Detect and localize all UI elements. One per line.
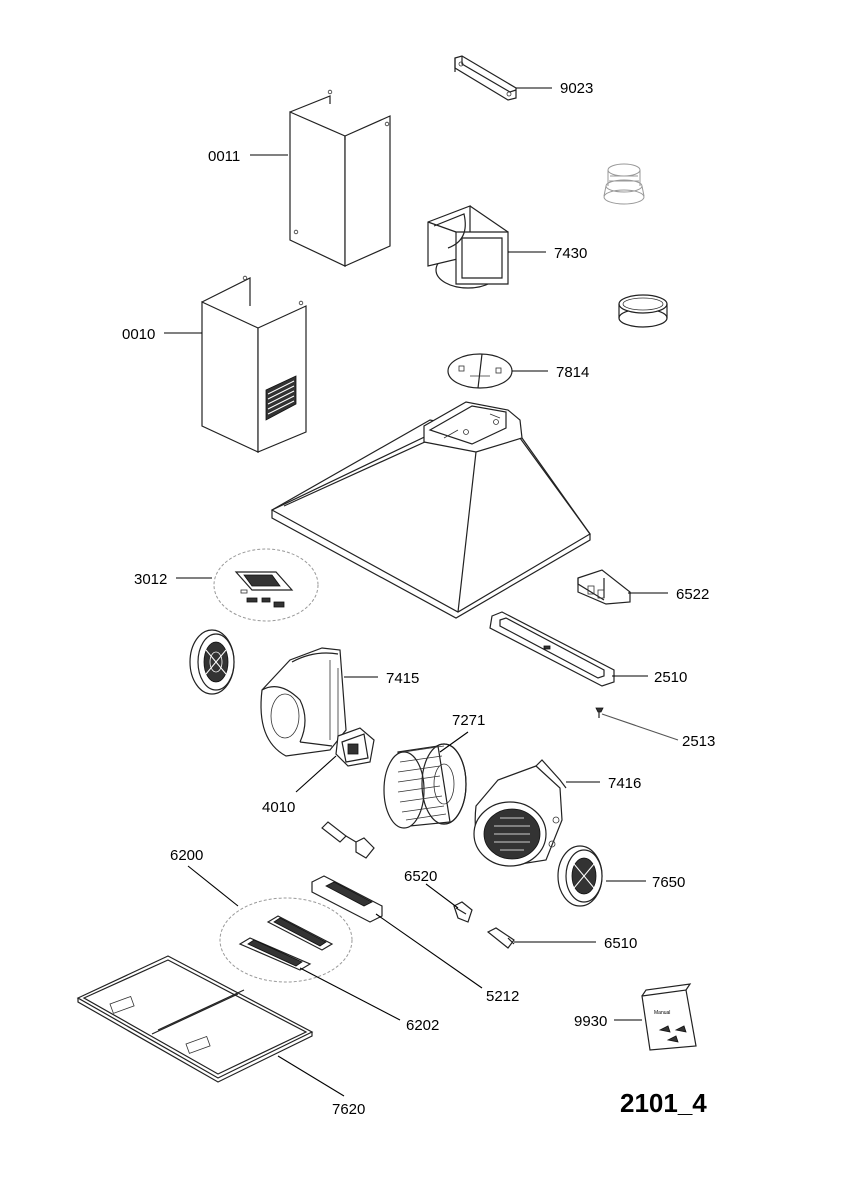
part-6510-lamp-bulb — [486, 927, 515, 949]
part-6520-lamp-socket — [453, 901, 473, 923]
part-7430-duct-adapter — [427, 205, 509, 289]
part-9930-accessory-bag: Manual — [641, 983, 697, 1051]
label-7415: 7415 — [386, 670, 419, 687]
part-6200-control-kit — [219, 897, 353, 983]
part-2513-screw — [595, 707, 604, 718]
label-7271: 7271 — [452, 712, 485, 729]
label-7650: 7650 — [652, 874, 685, 891]
lamp-holder-a — [321, 821, 375, 859]
part-7620-grease-filters — [76, 955, 314, 1083]
collar-ring-right — [618, 294, 668, 328]
part-5212-lamp-frame — [311, 875, 383, 923]
part-7650-fan-grille-right — [557, 845, 603, 907]
label-7416: 7416 — [608, 775, 641, 792]
part-7271-fan-impeller — [383, 743, 467, 829]
label-7430: 7430 — [554, 245, 587, 262]
part-2510-light-panel — [489, 611, 615, 687]
label-2510: 2510 — [654, 669, 687, 686]
label-4010: 4010 — [262, 799, 295, 816]
label-6520: 6520 — [404, 868, 437, 885]
part-4010-motor — [335, 727, 375, 767]
label-9930: 9930 — [574, 1013, 607, 1030]
collar-ring-top — [603, 163, 645, 205]
label-5212: 5212 — [486, 988, 519, 1005]
bag-text: Manual — [654, 1010, 670, 1016]
label-0011: 0011 — [208, 148, 240, 165]
part-9023-mounting-bracket — [454, 55, 517, 101]
label-0010: 0010 — [122, 326, 155, 343]
part-7814-backdraft-flap — [447, 353, 513, 389]
label-7814: 7814 — [556, 364, 589, 381]
part-3012-control-assembly — [213, 548, 319, 622]
part-6202-switch-board — [238, 937, 312, 971]
label-7620: 7620 — [332, 1101, 365, 1118]
label-6522: 6522 — [676, 586, 709, 603]
label-6510: 6510 — [604, 935, 637, 952]
label-9023: 9023 — [560, 80, 593, 97]
label-6200: 6200 — [170, 847, 203, 864]
part-0011-upper-chimney — [289, 89, 391, 267]
label-2513: 2513 — [682, 733, 715, 750]
part-7415-left-blower-housing — [260, 647, 347, 757]
part-6522-switch — [577, 569, 631, 605]
hood-canopy — [270, 401, 591, 619]
label-6202: 6202 — [406, 1017, 439, 1034]
fan-grille-left — [189, 629, 235, 695]
diagram-code: 2101_4 — [620, 1088, 707, 1118]
label-3012: 3012 — [134, 571, 167, 588]
chimney-vent-grille — [265, 375, 297, 421]
part-7416-right-blower-housing — [473, 759, 567, 867]
part-labels: 9023 0011 7430 0010 7814 3012 6522 2510 … — [122, 80, 715, 1118]
leader-lines — [164, 87, 679, 1097]
part-0010-lower-chimney — [201, 275, 307, 453]
